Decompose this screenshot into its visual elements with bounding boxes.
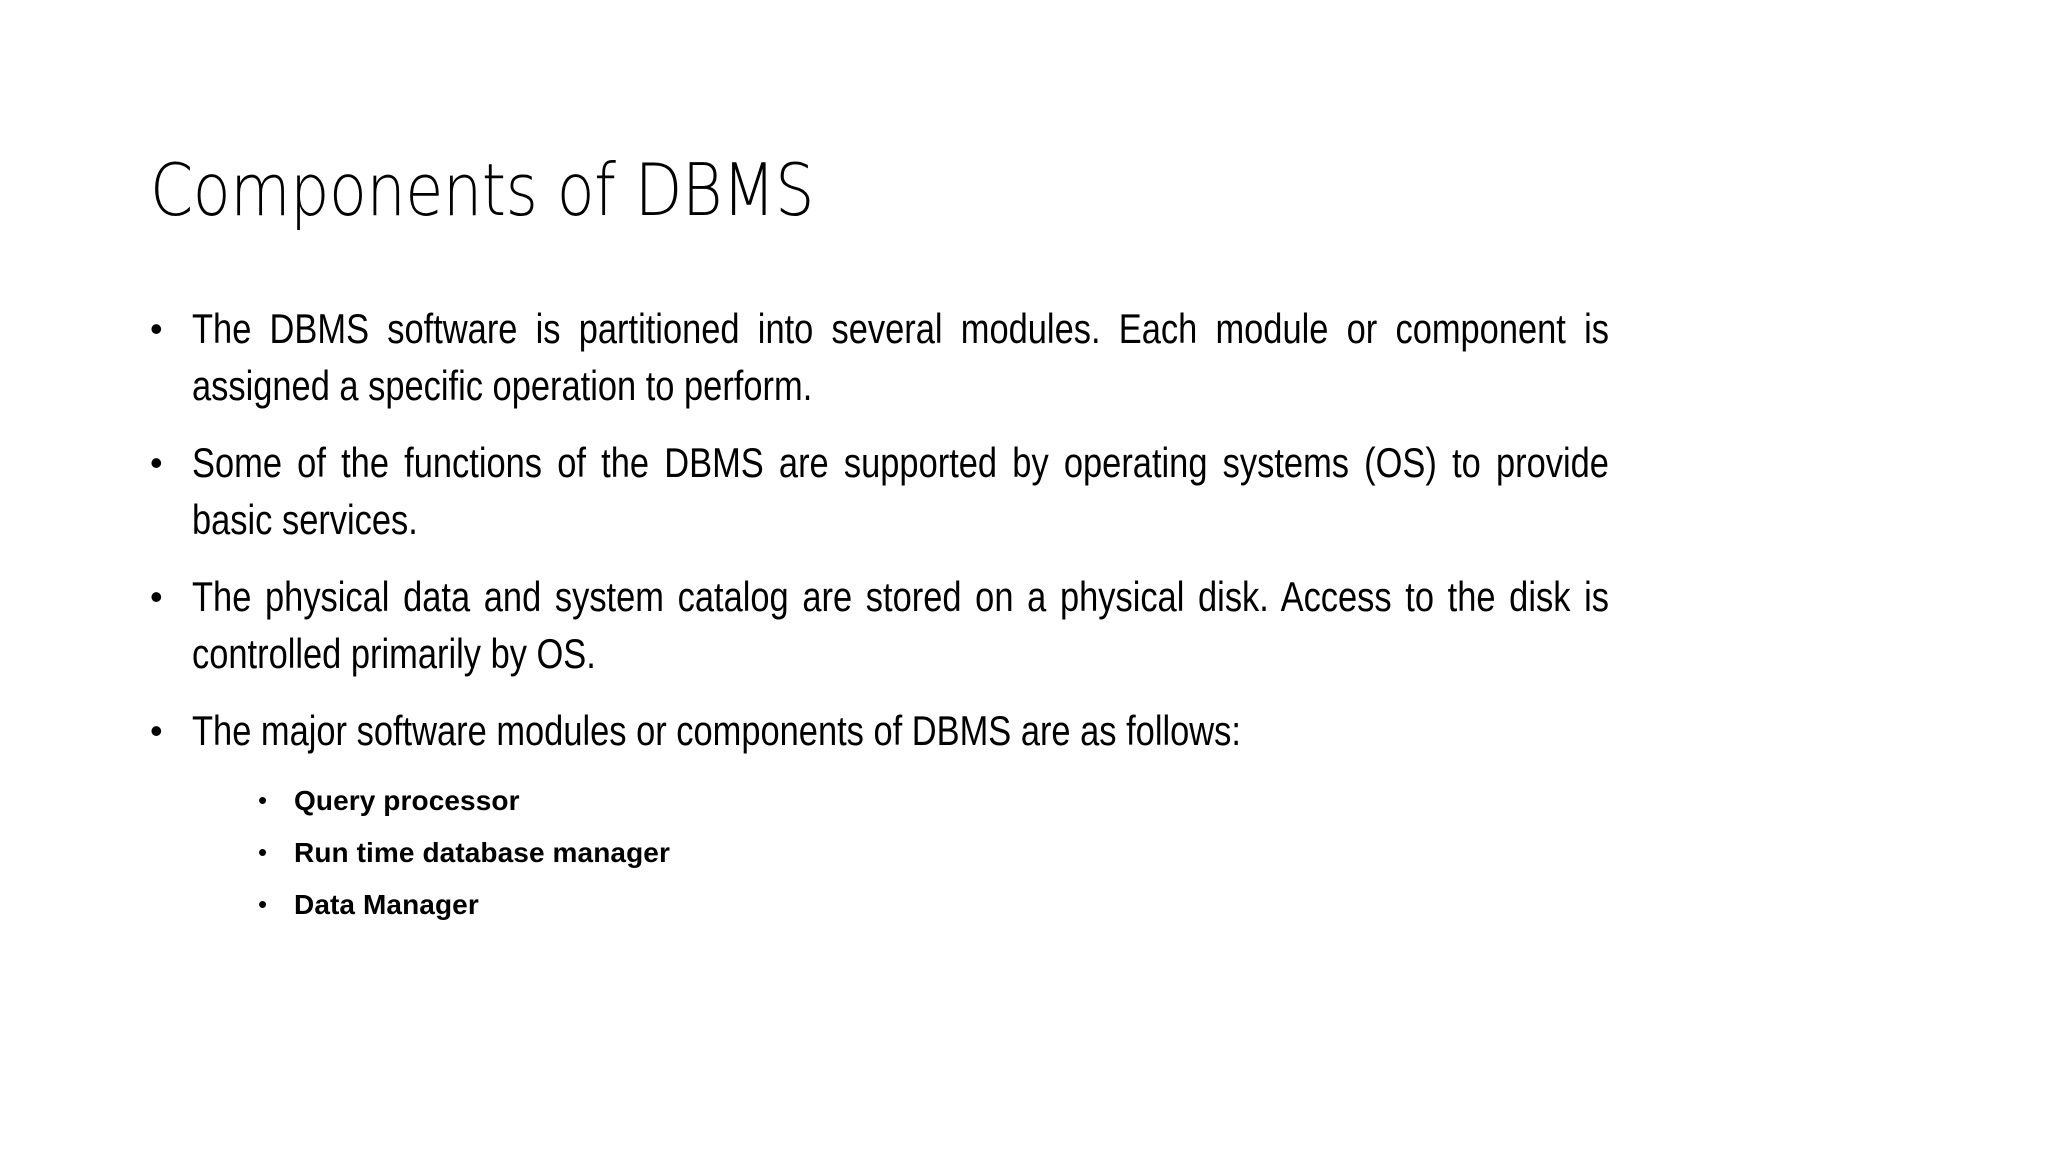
sub-bullet-text: Query processor — [294, 785, 520, 816]
bullet-item: • The major software modules or componen… — [150, 702, 1920, 759]
bullet-text: Some of the functions of the DBMS are su… — [192, 439, 1609, 543]
sub-bullet-text: Data Manager — [294, 889, 479, 920]
sub-bullet-text: Run time database manager — [294, 837, 670, 868]
sub-bullet-item: • Data Manager — [258, 883, 1920, 926]
bullet-marker-icon: • — [150, 576, 163, 617]
bullet-item: • The physical data and system catalog a… — [150, 568, 1920, 682]
sub-bullet-marker-icon: • — [258, 785, 268, 815]
sub-bullet-marker-icon: • — [258, 889, 268, 919]
page-title: Components of DBMS — [150, 148, 815, 233]
bullet-marker-icon: • — [150, 442, 163, 483]
bullet-marker-icon: • — [150, 710, 163, 751]
bullet-item: • Some of the functions of the DBMS are … — [150, 434, 1920, 548]
sub-bullet-list: • Query processor • Run time database ma… — [258, 779, 1920, 926]
bullet-item: • The DBMS software is partitioned into … — [150, 300, 1920, 414]
bullet-text: The DBMS software is partitioned into se… — [192, 305, 1609, 409]
bullet-text: The major software modules or components… — [192, 707, 1241, 754]
sub-bullet-marker-icon: • — [258, 837, 268, 867]
bullet-marker-icon: • — [150, 308, 163, 349]
slide-body: • The DBMS software is partitioned into … — [150, 300, 1920, 935]
sub-bullet-item: • Query processor — [258, 779, 1920, 822]
sub-bullet-item: • Run time database manager — [258, 831, 1920, 874]
bullet-text: The physical data and system catalog are… — [192, 573, 1609, 677]
